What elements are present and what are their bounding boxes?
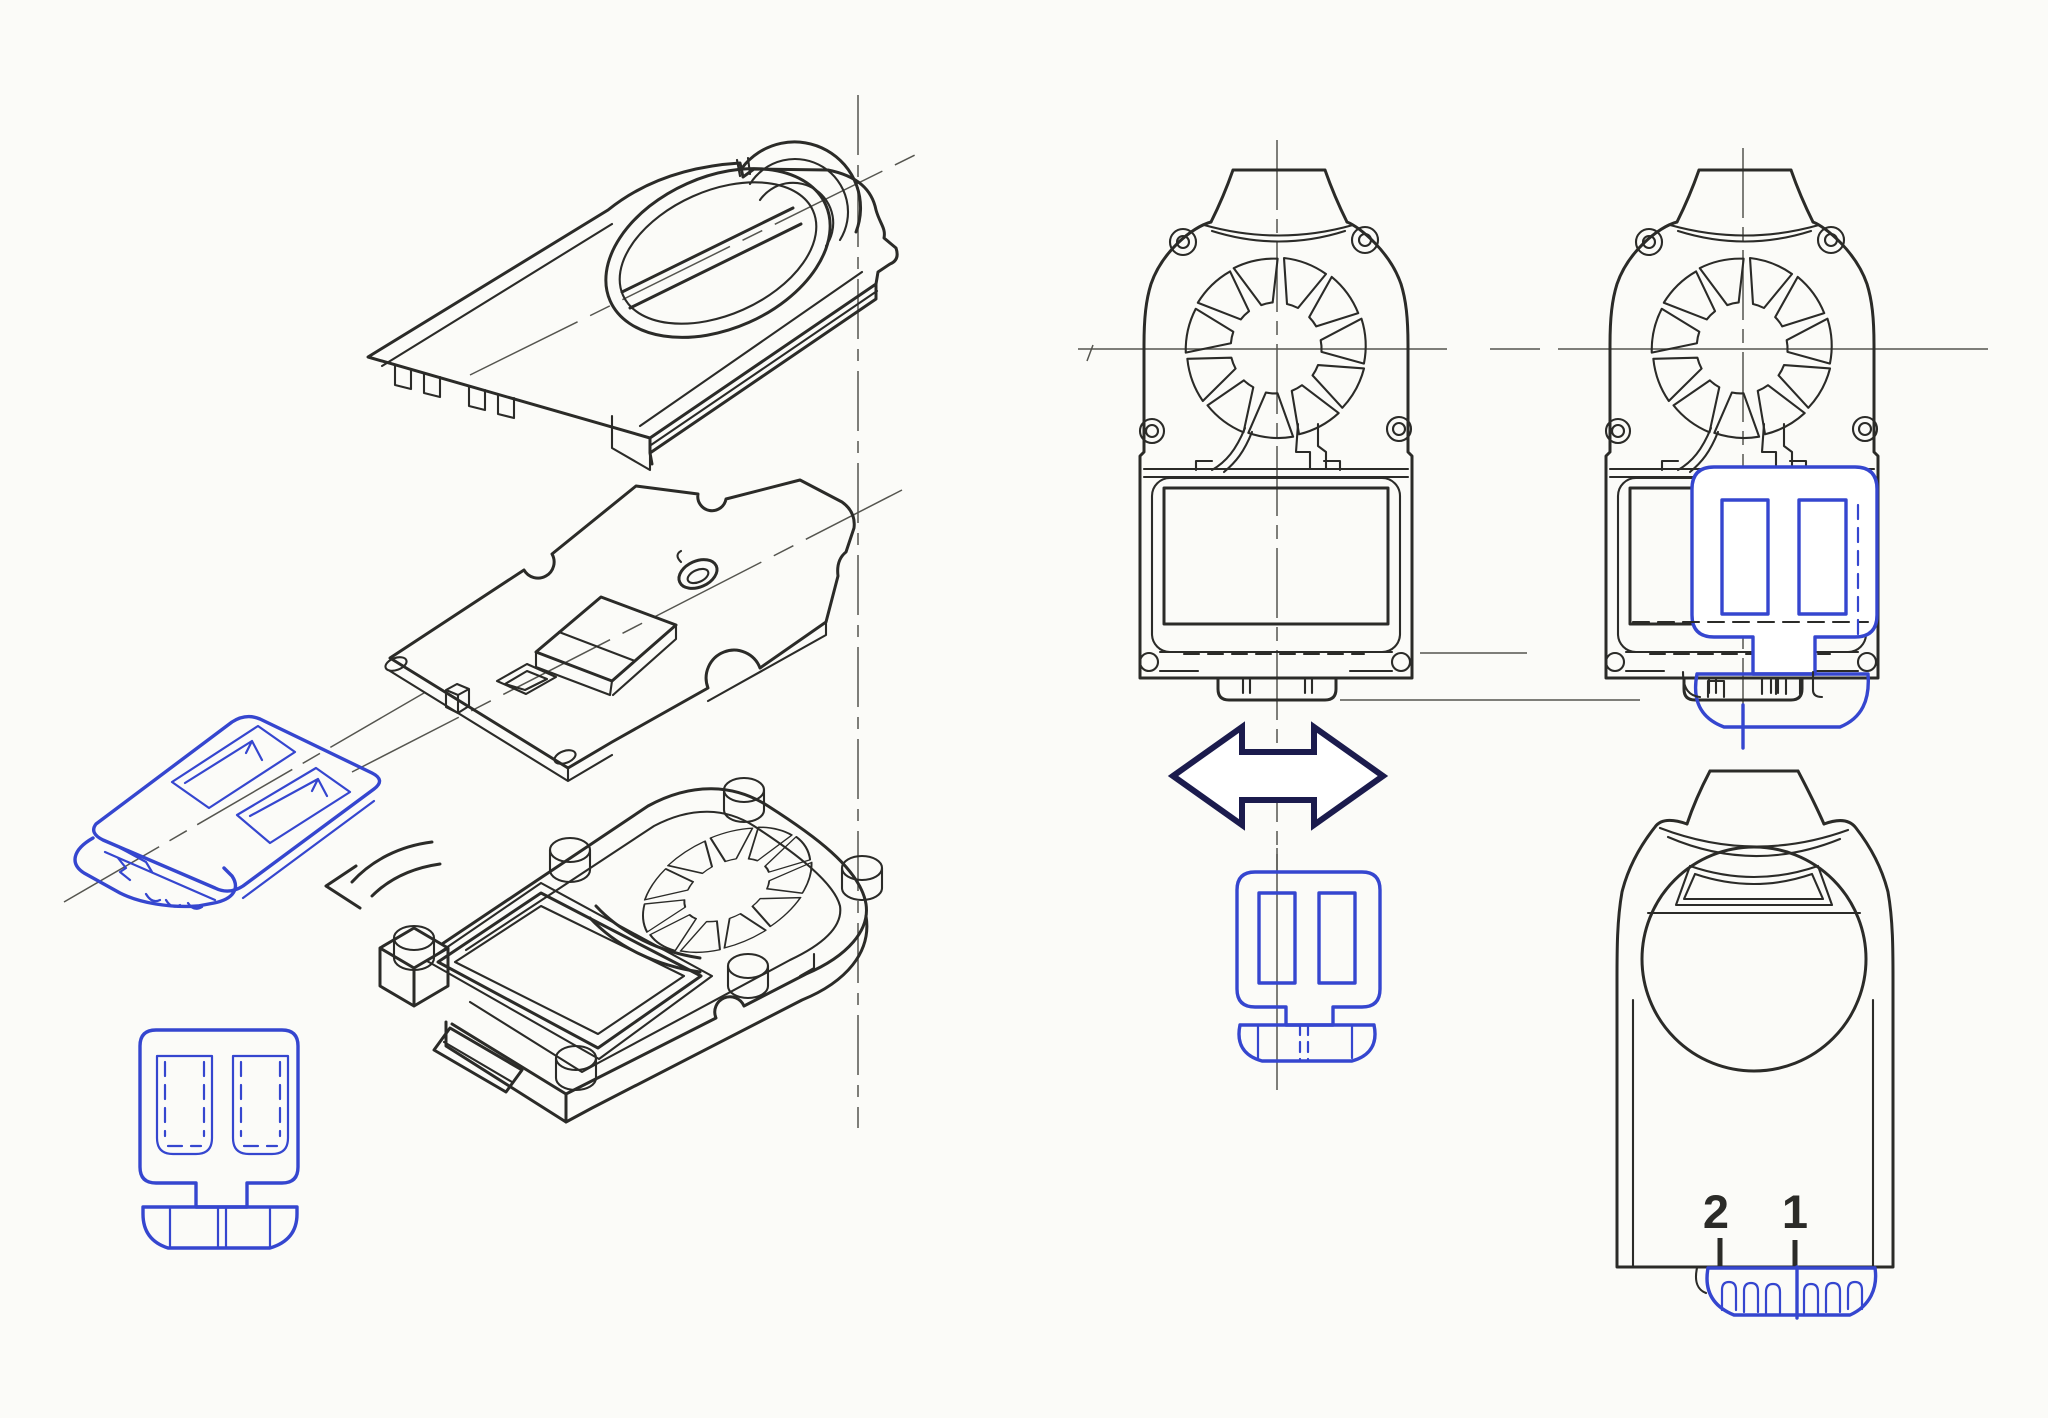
plate-hole-bottom [553,749,577,765]
exploded-view-group [63,95,916,1250]
clip-detail-magnet-right [1317,891,1357,985]
assembled-front-view-left [1140,170,1412,700]
dial-cross-bar [620,206,803,310]
plate-hole-left [384,656,408,672]
assembled-views-group: 2 1 [1078,140,1988,1320]
clip-slot-left [155,1054,214,1156]
plate-post [444,682,471,715]
hatched-magnet-right [1797,498,1848,616]
rear-window [1674,864,1834,907]
double-headed-arrow-icon [1167,721,1389,831]
clip-insertion-arrow-icon [324,840,442,910]
recess-rim-outer [425,881,714,1061]
blue-adjuster-wheel [1694,1265,1878,1320]
blue-clip-inserted-overlay [1631,465,1879,750]
ramp-sides [534,623,678,697]
post-icon [392,924,436,972]
lower-housing [378,776,884,1124]
c-clip-hook [676,549,683,564]
plate-thickness [388,620,828,783]
label-ref-1: 1 [1782,1185,1808,1238]
housing-bottom-tab-inner [442,1040,514,1084]
housing-rim-outer [440,787,868,1096]
wheel-left-hook [1694,1266,1708,1295]
label-leader-ticks [1717,1238,1798,1267]
rear-dial-circle [1640,845,1868,1073]
diagonal-centerline-cover [469,154,916,376]
cover-ledge-line [638,270,864,428]
ramp-top-face [534,595,678,683]
clip-foot-isometric [73,836,238,909]
housing-bottom-tab [432,1026,524,1094]
clip-slot-dashed-lines [163,1060,282,1148]
housing-rim-inner [464,810,842,1074]
cover-outline [366,161,899,440]
recess-floor [453,904,686,1036]
clip-detail-foot-lines [1256,1023,1354,1060]
rear-body-outline [1615,818,1895,1269]
clip-slot-right [231,1054,290,1156]
c-clip-ring-inner [686,567,710,585]
assembled-rear-view: 2 1 [1615,769,1895,1320]
cover-thickness [648,282,878,466]
top-cover-plate [366,140,899,472]
dial-opening-outer [604,167,832,339]
plate-slot-hole [495,662,558,696]
clip-foot-serrations [116,846,204,910]
rotor-scroll-wall [588,904,702,974]
horizontal-centerline [1078,344,1988,362]
recess-rim [436,891,703,1050]
cover-serrations [393,363,652,472]
blue-insert-body [1690,465,1879,676]
clip-window-1 [170,724,297,810]
clip-detail-foot-dashes [1298,1023,1310,1062]
rear-collar-arcs [1658,826,1850,858]
scroll-wall-stub [798,952,816,978]
cover-arc-outer [740,140,862,234]
blue-clip-detail-view [1235,870,1382,1063]
reference-labels: 2 1 [1703,1185,1808,1267]
cover-arc-inner [735,156,850,248]
label-ref-2: 2 [1703,1185,1729,1238]
clip-foot-front [141,1205,299,1250]
spring-clip-isometric [73,714,382,910]
cover-thickness-inner [649,289,879,447]
rear-inner-walls [1631,998,1875,1269]
plate-outline [388,478,856,770]
projection-lines [1340,652,1640,701]
middle-plate [384,478,856,783]
dial-opening-inner [618,181,818,325]
clip-window-2 [235,766,352,845]
clip-plate-thickness [103,799,376,902]
diagonal-centerline-plate [351,489,903,773]
clip-foot-lines [168,1205,272,1250]
clip-detail-magnet-left [1257,891,1297,985]
hatched-magnet-left [1720,498,1770,616]
clip-plate-outline [92,714,382,893]
foot-black-details [1681,670,1824,699]
wheel-outline [1705,1266,1878,1317]
rear-neck [1685,769,1826,826]
c-clip-ring-outer [677,558,719,590]
impeller-rotor-isometric [609,790,845,989]
housing-wall-bottom [444,914,869,1124]
diagonal-centerline-clip [63,685,437,903]
spring-clip-front-view [138,1028,300,1250]
wheel-ribs [1720,1280,1864,1315]
cover-rim-line [380,222,614,368]
